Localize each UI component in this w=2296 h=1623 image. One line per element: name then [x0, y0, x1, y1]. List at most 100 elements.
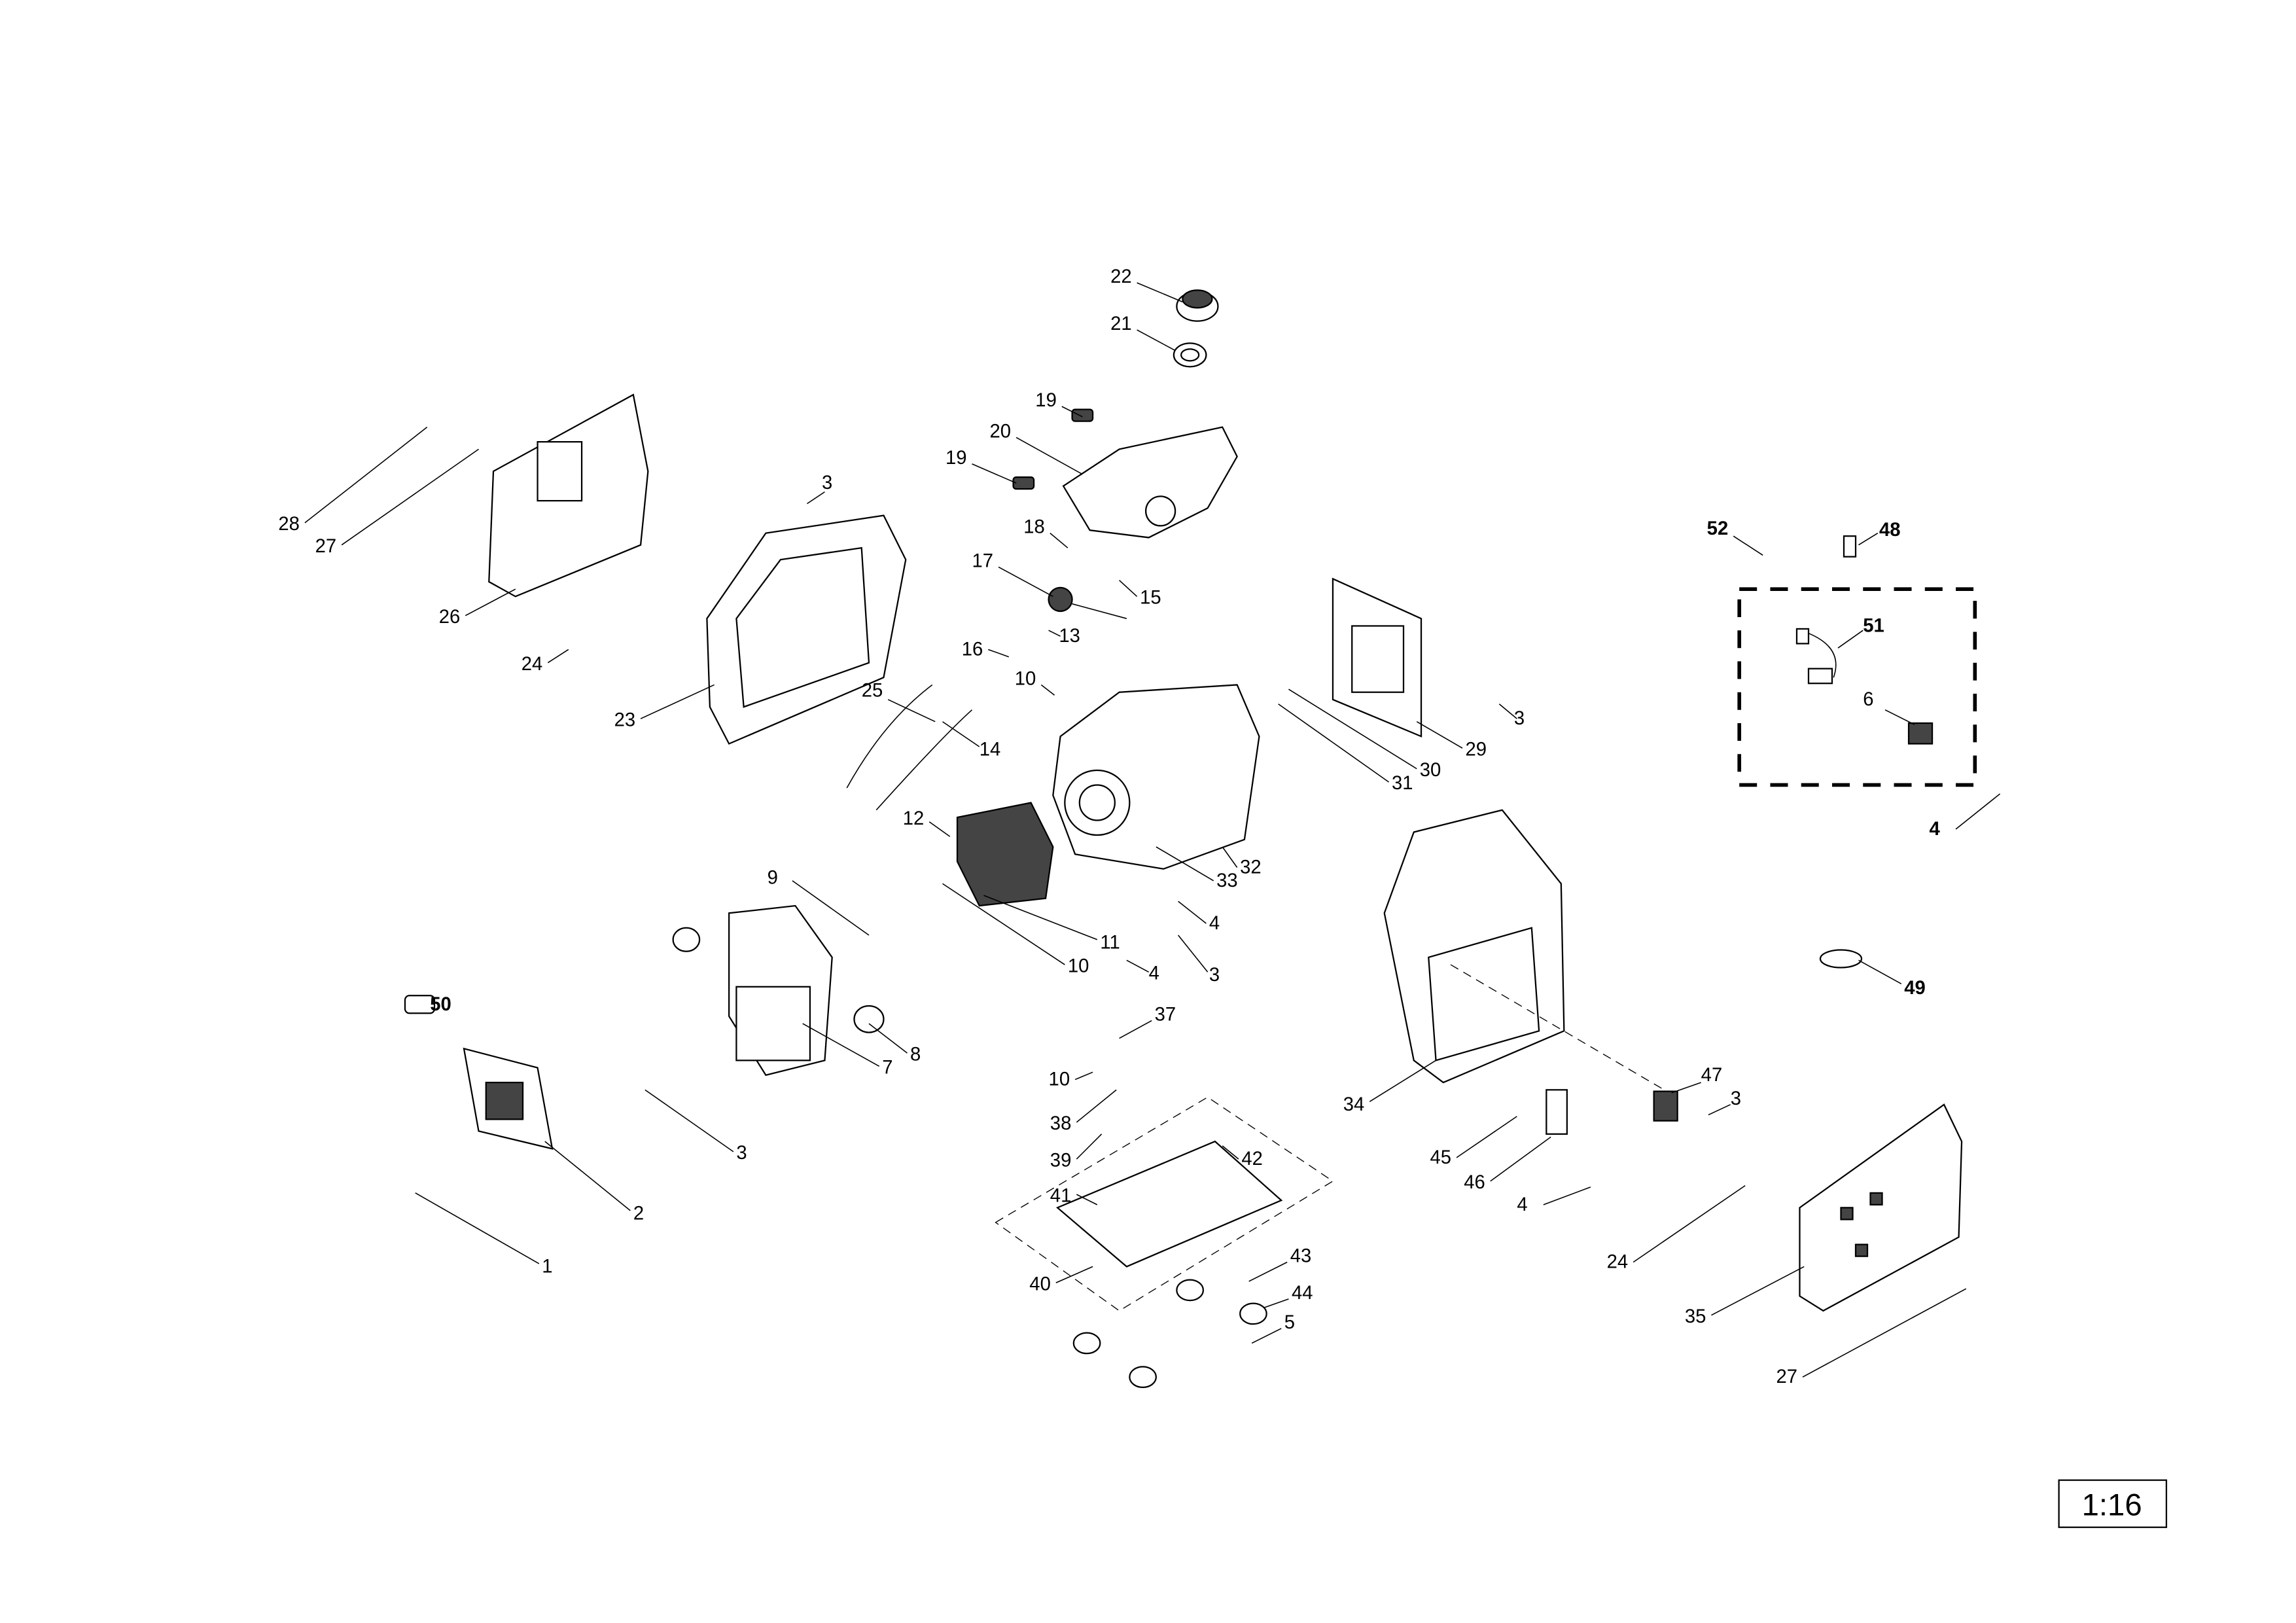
leader-line — [1016, 437, 1083, 475]
leader-line — [942, 721, 980, 747]
callout-31: 31 — [1392, 773, 1413, 794]
callout-3: 3 — [1209, 965, 1220, 986]
leader-line — [304, 427, 428, 524]
leader-line — [988, 649, 1010, 658]
leader-line — [1048, 630, 1061, 637]
leader-line — [1708, 1104, 1731, 1116]
fuel-hose — [875, 709, 973, 811]
leader-line — [1263, 1298, 1289, 1309]
breather-hose — [846, 684, 933, 789]
regulator — [1907, 722, 1934, 745]
callout-37: 37 — [1155, 1005, 1176, 1026]
callout-45: 45 — [1430, 1147, 1452, 1168]
leader-line — [1248, 1261, 1288, 1282]
assembly-guideline — [1450, 964, 1665, 1090]
leader-line — [1456, 1116, 1517, 1158]
callout-42: 42 — [1241, 1149, 1263, 1169]
key-fob — [1819, 949, 1863, 969]
callout-3: 3 — [1514, 708, 1525, 729]
rubber-feet — [1072, 1279, 1267, 1389]
callout-18: 18 — [1023, 517, 1045, 538]
callout-4: 4 — [1209, 913, 1220, 934]
callout-26: 26 — [439, 607, 461, 628]
callout-23: 23 — [614, 709, 636, 730]
callout-1: 1 — [542, 1256, 552, 1277]
base-tray — [995, 1096, 1334, 1311]
ignition-coil — [1795, 628, 1837, 685]
leader-line — [1222, 1145, 1239, 1160]
leader-line — [1490, 1136, 1551, 1182]
callout-41: 41 — [1050, 1185, 1072, 1206]
callouts: 2221192019328272624181715131610251423121… — [278, 266, 2001, 1387]
callout-10: 10 — [1049, 1069, 1070, 1090]
leader-line — [1711, 1266, 1805, 1316]
leader-line — [868, 1023, 908, 1054]
callout-52: 52 — [1707, 518, 1729, 539]
spark-plug-cap — [1843, 535, 1857, 558]
callout-16: 16 — [962, 639, 983, 660]
leader-line — [802, 1023, 880, 1067]
muffler-cover — [1332, 577, 1422, 738]
side-cover-left — [488, 393, 649, 597]
callout-49: 49 — [1904, 978, 1926, 999]
callout-19: 19 — [1035, 390, 1057, 411]
leader-line — [1543, 1186, 1591, 1205]
leader-line — [1802, 1288, 1967, 1378]
callout-32: 32 — [1240, 857, 1262, 878]
leader-line — [1119, 580, 1138, 597]
callout-24: 24 — [1607, 1252, 1629, 1273]
leader-line — [1156, 846, 1214, 882]
callout-4: 4 — [1930, 819, 1941, 840]
callout-14: 14 — [980, 739, 1001, 760]
front-frame — [706, 514, 907, 745]
ignition-kit-group — [1737, 587, 1977, 787]
leader-line — [1126, 959, 1149, 972]
callout-2: 2 — [633, 1203, 644, 1224]
leader-line — [1076, 1089, 1117, 1123]
callout-43: 43 — [1290, 1246, 1312, 1267]
callout-27: 27 — [1776, 1366, 1797, 1387]
callout-10: 10 — [1015, 668, 1036, 689]
leader-line — [998, 566, 1053, 597]
callout-13: 13 — [1059, 626, 1080, 647]
callout-11: 11 — [1100, 932, 1120, 953]
leader-line — [1076, 1133, 1103, 1160]
scale-label: 1:16 — [2082, 1488, 2142, 1523]
fuel-cap — [1176, 289, 1219, 322]
callout-7: 7 — [882, 1058, 892, 1079]
callout-38: 38 — [1050, 1113, 1072, 1134]
callout-48: 48 — [1879, 520, 1901, 541]
callout-29: 29 — [1466, 739, 1487, 760]
usb-outlet — [404, 995, 436, 1014]
leader-line — [1837, 630, 1863, 649]
leader-line — [1884, 709, 1915, 725]
callout-5: 5 — [1284, 1312, 1295, 1333]
leader-line — [1955, 793, 2001, 830]
leader-line — [544, 1141, 631, 1211]
callout-19: 19 — [945, 448, 967, 469]
callout-10: 10 — [1068, 955, 1089, 976]
leader-line — [645, 1089, 734, 1152]
air-filter-element — [672, 927, 885, 1033]
leader-line — [1671, 1082, 1701, 1094]
leader-line — [1251, 1328, 1282, 1344]
leader-line — [1633, 1185, 1746, 1263]
control-panel — [463, 1047, 554, 1150]
leader-line — [1369, 1060, 1436, 1103]
leader-line — [1178, 901, 1207, 924]
callout-21: 21 — [1110, 313, 1132, 334]
callout-22: 22 — [1110, 266, 1132, 287]
leader-line — [1061, 406, 1083, 418]
rear-frame — [1383, 809, 1565, 1084]
callout-47: 47 — [1701, 1065, 1723, 1086]
leader-line — [1055, 1266, 1093, 1283]
leader-line — [1222, 846, 1238, 868]
callout-8: 8 — [910, 1044, 921, 1065]
callout-46: 46 — [1464, 1172, 1485, 1193]
fuel-tank — [1062, 426, 1238, 539]
callout-34: 34 — [1343, 1094, 1365, 1115]
leader-line — [1498, 704, 1517, 719]
fuel-valve — [1048, 586, 1127, 619]
callout-40: 40 — [1029, 1274, 1051, 1294]
callout-27: 27 — [315, 536, 337, 557]
